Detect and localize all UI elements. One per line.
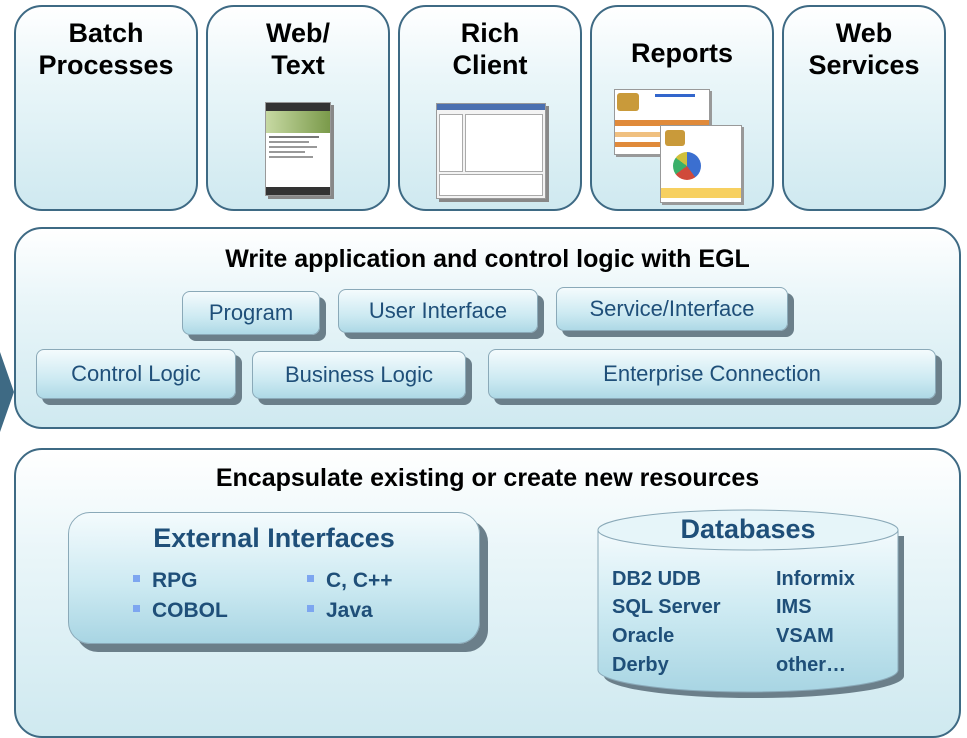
reports-box: Reports: [590, 5, 774, 211]
batch-processes-label: Batch Processes: [38, 18, 174, 80]
external-interface-item: RPG: [133, 569, 198, 593]
external-interfaces-title: External Interfaces: [153, 523, 395, 553]
database-item: Derby: [612, 654, 669, 676]
web-page-screenshot-thumbnail: [265, 102, 331, 196]
external-interfaces-box: External Interfaces RPG COBOL C, C++ Jav…: [68, 512, 480, 644]
reports-label: Reports: [630, 38, 733, 68]
web-text-label: Web/ Text: [265, 18, 330, 80]
bullet-icon: [133, 574, 140, 582]
rich-client-box: Rich Client: [398, 5, 582, 211]
enterprise-connection-chip: Enterprise Connection: [488, 349, 936, 399]
control-logic-chip: Control Logic: [36, 349, 236, 399]
external-interface-item: Java: [307, 599, 373, 623]
left-arrow-fragment: [0, 352, 14, 432]
batch-processes-box: Batch Processes: [14, 5, 198, 211]
application-logic-title: Write application and control logic with…: [225, 245, 750, 273]
bullet-icon: [133, 604, 140, 612]
web-text-box: Web/ Text: [206, 5, 390, 211]
program-chip: Program: [182, 291, 320, 335]
rich-client-label: Rich Client: [452, 18, 528, 80]
database-item: VSAM: [776, 625, 834, 647]
external-interface-item: COBOL: [133, 599, 228, 623]
web-services-box: Web Services: [782, 5, 946, 211]
external-interface-item: C, C++: [307, 569, 393, 593]
rich-client-screenshot-thumbnail: [436, 103, 546, 199]
report-chart-thumbnail: [660, 125, 742, 203]
resources-title: Encapsulate existing or create new resou…: [215, 464, 760, 492]
database-item: other…: [776, 654, 846, 676]
database-item: Informix: [776, 568, 855, 590]
bullet-icon: [307, 574, 314, 582]
database-item: SQL Server: [612, 596, 721, 618]
database-item: IMS: [776, 596, 812, 618]
database-item: DB2 UDB: [612, 568, 701, 590]
business-logic-chip: Business Logic: [252, 351, 466, 399]
databases-title: Databases: [680, 514, 816, 544]
bullet-icon: [307, 604, 314, 612]
databases-cylinder: [597, 509, 904, 698]
service-interface-chip: Service/Interface: [556, 287, 788, 331]
user-interface-chip: User Interface: [338, 289, 538, 333]
database-item: Oracle: [612, 625, 675, 647]
web-services-label: Web Services: [808, 18, 920, 80]
